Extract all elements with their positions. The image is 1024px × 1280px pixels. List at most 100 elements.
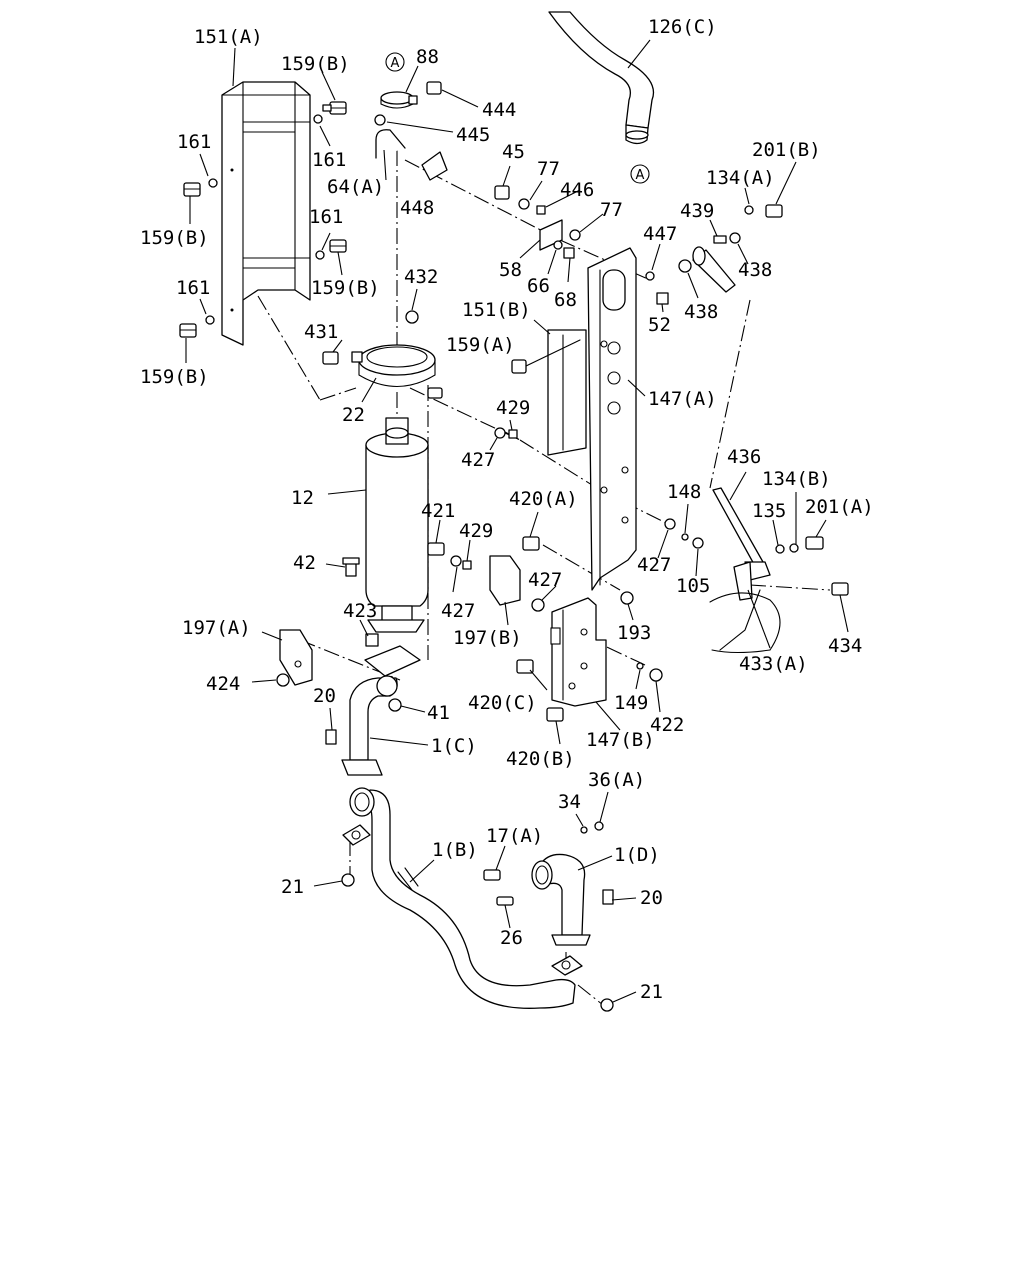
label-1d: 1(D)	[614, 844, 660, 866]
label-431: 431	[304, 321, 338, 343]
washer-149	[636, 662, 644, 670]
label-161-2: 161	[312, 149, 346, 171]
label-105: 105	[676, 575, 710, 597]
bracket-147b	[516, 597, 663, 722]
label-52: 52	[648, 314, 671, 336]
pin-446	[536, 205, 546, 215]
stud-26	[496, 896, 514, 906]
label-423: 423	[343, 600, 377, 622]
washer-135	[775, 544, 785, 554]
label-427-3: 427	[528, 569, 562, 591]
label-68: 68	[554, 289, 577, 311]
label-433a: 433(A)	[739, 653, 808, 675]
exhaust-elbow-1d	[483, 821, 614, 1012]
washer-161-left-lower	[205, 315, 215, 325]
bolt-159b-top	[322, 101, 347, 115]
bolt-159a	[511, 359, 527, 374]
label-444: 444	[482, 99, 516, 121]
part-number-labels: 151(A) 159(B) 161 161 159(B) 161 159(B) …	[140, 16, 874, 1003]
label-161-3: 161	[309, 206, 343, 228]
nut-427-a	[494, 427, 506, 439]
bolt-423	[365, 633, 379, 647]
label-77-1: 77	[537, 158, 560, 180]
label-427-2: 427	[441, 600, 475, 622]
nut-432	[405, 310, 419, 324]
label-147a: 147(A)	[648, 388, 717, 410]
label-21-1: 21	[281, 876, 304, 898]
ref-marker-a-top	[385, 52, 405, 72]
label-134a: 134(A)	[706, 167, 775, 189]
nut-193	[620, 591, 634, 605]
bracket-147a	[587, 247, 637, 591]
label-20-2: 20	[640, 887, 663, 909]
bracket-197b	[489, 555, 521, 606]
label-159b-3: 159(B)	[311, 277, 380, 299]
bolt-420b	[546, 707, 564, 722]
label-17a: 17(A)	[486, 825, 543, 847]
bolt-159b-left-lower	[179, 323, 197, 338]
label-20-1: 20	[313, 685, 336, 707]
support-rod-assembly	[678, 204, 849, 654]
label-438-2: 438	[684, 301, 718, 323]
label-12: 12	[291, 487, 314, 509]
bolt-45	[494, 185, 510, 200]
washer-161-top	[313, 114, 323, 124]
exhaust-pipe-1b	[341, 787, 576, 1009]
washer-77-b	[569, 229, 581, 241]
washer-161-mid	[315, 250, 325, 260]
label-149: 149	[614, 692, 648, 714]
label-424: 424	[206, 673, 240, 695]
label-77-2: 77	[600, 199, 623, 221]
nut-445	[374, 114, 386, 126]
nut-422	[649, 668, 663, 682]
nut-21-left	[341, 873, 355, 887]
label-429-2: 429	[459, 520, 493, 542]
label-193: 193	[617, 622, 651, 644]
label-36a: 36(A)	[588, 769, 645, 791]
label-161-1: 161	[177, 131, 211, 153]
label-66: 66	[527, 275, 550, 297]
label-21-2: 21	[640, 981, 663, 1003]
heat-shield-151b	[511, 329, 587, 456]
label-429-1: 429	[496, 397, 530, 419]
label-159a: 159(A)	[446, 334, 515, 356]
washer-34	[580, 826, 588, 834]
bolt-420a	[522, 536, 540, 551]
pin-429-a	[508, 429, 518, 439]
bolt-20-right	[602, 889, 614, 905]
frame-outline	[709, 592, 781, 651]
label-161-4: 161	[176, 277, 210, 299]
bolt-431-right	[427, 387, 443, 399]
nut-427-b	[450, 555, 462, 567]
label-88: 88	[416, 46, 439, 68]
label-201b: 201(B)	[752, 139, 821, 161]
muffler-clamp-22	[322, 310, 443, 399]
label-421: 421	[421, 500, 455, 522]
label-148: 148	[667, 481, 701, 503]
label-159b-2: 159(B)	[140, 227, 209, 249]
label-197a: 197(A)	[182, 617, 251, 639]
label-1b: 1(B)	[432, 839, 478, 861]
label-445: 445	[456, 124, 490, 146]
label-420b: 420(B)	[506, 748, 575, 770]
clamp-88-and-ubolt: A	[374, 52, 448, 181]
label-58: 58	[499, 259, 522, 281]
label-436: 436	[727, 446, 761, 468]
label-427-1: 427	[461, 449, 495, 471]
label-34: 34	[558, 791, 581, 813]
label-446: 446	[560, 179, 594, 201]
label-42: 42	[293, 552, 316, 574]
bolt-17a	[483, 869, 501, 881]
washer-447	[645, 271, 655, 281]
nut-438-a	[729, 232, 741, 244]
bolt-420c	[516, 659, 534, 674]
label-126c: 126(C)	[648, 16, 717, 38]
label-26: 26	[500, 927, 523, 949]
bolt-444	[426, 81, 442, 95]
bolt-20-left	[325, 729, 337, 745]
label-422: 422	[650, 714, 684, 736]
label-438-1: 438	[738, 259, 772, 281]
label-22: 22	[342, 404, 365, 426]
bolt-159b-left-upper	[183, 182, 201, 197]
